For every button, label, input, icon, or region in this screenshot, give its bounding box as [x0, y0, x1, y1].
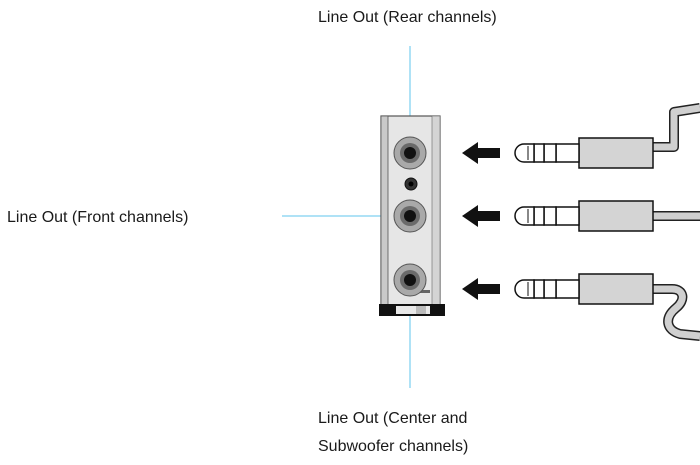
jack-center-subwoofer: [393, 263, 427, 297]
arrow-left-icon: [462, 142, 500, 164]
label-line-out-center-subwoofer: Line Out (Center and Subwoofer channels): [318, 405, 558, 461]
jack-front: [393, 199, 427, 233]
label-center-line1: Line Out (Center and: [318, 410, 468, 427]
audio-plug-rear: [514, 103, 700, 169]
jack-rear: [393, 136, 427, 170]
jack-small: [404, 177, 418, 191]
arrow-left-icon: [462, 278, 500, 300]
arrow-left-icon: [462, 205, 500, 227]
label-center-line2: Subwoofer channels): [318, 438, 469, 455]
audio-plug-front: [514, 200, 700, 232]
label-line-out-rear: Line Out (Rear channels): [318, 9, 497, 26]
label-line-out-front: Line Out (Front channels): [7, 209, 189, 226]
audio-plug-center-subwoofer: [514, 273, 700, 341]
